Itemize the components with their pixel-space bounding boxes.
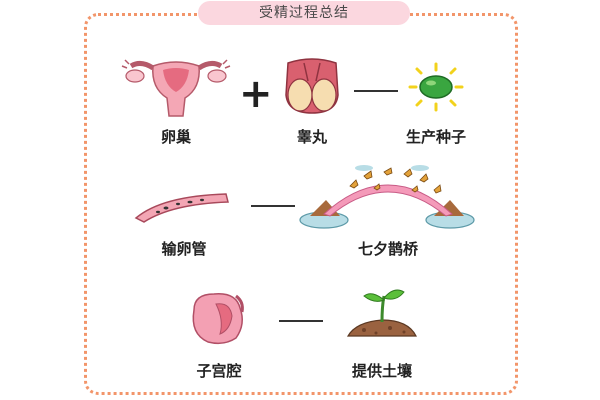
fallopian-tube-icon (134, 193, 229, 223)
label-provide-soil: 提供土壤 (351, 362, 413, 380)
uterine-cavity-icon (192, 293, 244, 345)
glowing-seed-icon (408, 62, 464, 112)
connector-dash (251, 205, 295, 207)
label-ovary: 卵巢 (160, 128, 192, 146)
label-produce-seed: 生产种子 (405, 128, 467, 146)
label-uterine-cavity: 子宫腔 (196, 362, 242, 380)
connector-dash (354, 90, 398, 92)
plus-sign: + (239, 71, 273, 117)
testes-icon (285, 58, 339, 114)
sprout-soil-icon (346, 289, 417, 337)
connector-dash (279, 320, 323, 322)
uterus-ovaries-icon (121, 59, 231, 117)
label-fallopian-tube: 输卵管 (161, 240, 207, 258)
label-testes: 睾丸 (296, 128, 328, 146)
page-title: 受精过程总结 (198, 1, 410, 25)
magpie-bridge-icon (299, 165, 475, 229)
label-magpie-bridge: 七夕鹊桥 (357, 240, 419, 258)
